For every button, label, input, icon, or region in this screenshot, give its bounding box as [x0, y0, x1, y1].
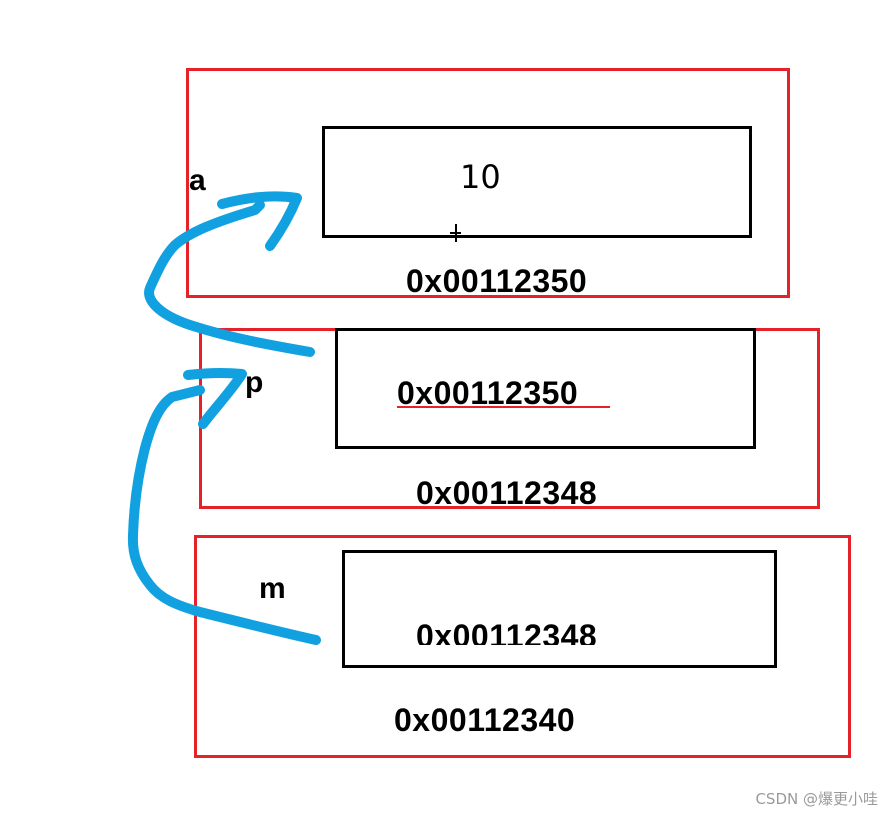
underline-value-p	[397, 406, 610, 408]
address-p-clip: 0x00112348	[410, 472, 650, 507]
value-m: 0x00112348	[416, 618, 598, 645]
address-a: 0x00112350	[406, 263, 588, 299]
value-cell-a	[322, 126, 752, 238]
value-p: 0x00112350	[397, 375, 579, 411]
cursor-mark-cross	[450, 232, 461, 234]
var-label-a: a	[189, 164, 206, 197]
watermark: CSDN @爆更小哇	[755, 790, 878, 808]
value-cell-p	[335, 328, 756, 449]
memory-block-m	[194, 535, 851, 758]
address-m: 0x00112340	[394, 702, 576, 738]
var-label-p: p	[245, 366, 264, 399]
value-a: 10	[460, 158, 501, 196]
value-m-clip: 0x00112348	[410, 615, 650, 645]
address-p: 0x00112348	[416, 475, 598, 507]
var-label-m: m	[259, 572, 286, 605]
memory-block-a	[186, 68, 790, 298]
value-cell-m	[342, 550, 777, 668]
